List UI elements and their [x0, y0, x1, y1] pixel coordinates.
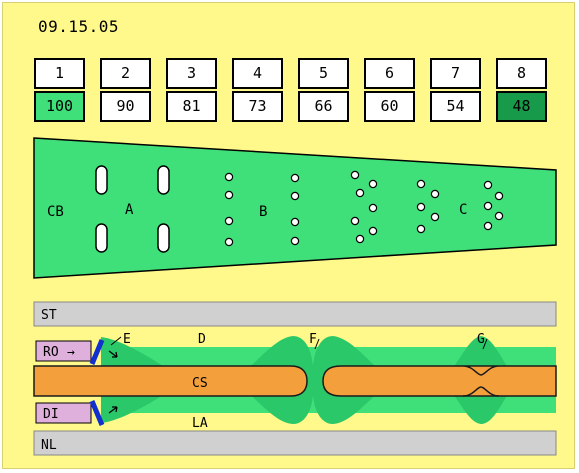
plan-shape [33, 137, 557, 279]
stage-value: 66 [298, 91, 349, 122]
channel-cs-left [33, 365, 308, 397]
hole [224, 172, 234, 182]
hole [224, 216, 234, 226]
panel-background: 09.15.05 1 100 2 90 3 81 4 73 5 66 6 60 … [2, 2, 575, 469]
plan-view: CB A B C [33, 137, 557, 279]
stage-number: 6 [364, 58, 415, 89]
box-di [35, 402, 92, 424]
slot-a-1 [95, 165, 108, 195]
hole [355, 234, 365, 244]
leader-f [314, 338, 320, 350]
hole [430, 189, 440, 199]
stage-number: 2 [100, 58, 151, 89]
holes-b [224, 172, 300, 247]
stage-5: 5 66 [298, 58, 349, 124]
stage-value: 81 [166, 91, 217, 122]
diagram-canvas: CB A B C ST NL [33, 137, 557, 456]
hole [416, 224, 426, 234]
band-nl [33, 430, 557, 456]
label-nl: NL [41, 438, 57, 453]
label-b: B [259, 204, 267, 220]
stage-6: 6 60 [364, 58, 415, 124]
gate-di [89, 400, 105, 426]
hole [224, 237, 234, 247]
hole [368, 203, 378, 213]
hole [290, 236, 300, 246]
label-cs: CS [192, 376, 208, 391]
stage-value: 54 [430, 91, 481, 122]
label-cb: CB [47, 204, 64, 220]
section-view: ST NL RO → DI [33, 301, 557, 456]
hole [355, 188, 365, 198]
channel-cs-right [322, 365, 557, 397]
pinch-g [462, 386, 500, 397]
stage-number: 5 [298, 58, 349, 89]
band-st [33, 301, 557, 327]
label-la: LA [192, 416, 208, 431]
hole [416, 202, 426, 212]
label-g: G [477, 332, 485, 347]
label-st: ST [41, 308, 57, 323]
slot-a-4 [157, 223, 170, 253]
hole [494, 191, 504, 201]
date-label: 09.15.05 [38, 17, 120, 36]
holes-c [350, 170, 504, 244]
hole [224, 190, 234, 200]
label-e: E [123, 332, 131, 347]
gate-ro [89, 339, 105, 365]
stage-value: 90 [100, 91, 151, 122]
box-ro [35, 340, 92, 362]
stage-value: 100 [34, 91, 85, 122]
hole [290, 217, 300, 227]
label-f: F [309, 332, 317, 347]
slot-a-2 [157, 165, 170, 195]
stage-number: 1 [34, 58, 85, 89]
stage-value: 48 [496, 91, 547, 122]
label-di: DI [43, 407, 59, 422]
leader-e [110, 336, 122, 346]
stage-number: 3 [166, 58, 217, 89]
stage-value: 73 [232, 91, 283, 122]
hole [290, 173, 300, 183]
hole [494, 211, 504, 221]
stage-value: 60 [364, 91, 415, 122]
label-ro: RO [43, 345, 59, 360]
arrow-ro-glyph: → [67, 345, 75, 360]
label-d: D [198, 332, 206, 347]
hole [368, 179, 378, 189]
stage-number: 8 [496, 58, 547, 89]
arrow-in-lower-icon [108, 406, 118, 414]
label-a: A [125, 202, 134, 218]
stage-1: 1 100 [34, 58, 85, 124]
stage-number: 7 [430, 58, 481, 89]
hole [350, 216, 360, 226]
stage-4: 4 73 [232, 58, 283, 124]
hole [430, 212, 440, 222]
hole [483, 201, 493, 211]
arrow-in-upper-icon [108, 350, 118, 358]
hole [483, 221, 493, 231]
hole [290, 191, 300, 201]
hole [483, 180, 493, 190]
hole [416, 179, 426, 189]
label-c: C [459, 202, 467, 218]
leader-g [482, 338, 488, 350]
stage-3: 3 81 [166, 58, 217, 124]
stage-8: 8 48 [496, 58, 547, 124]
stage-number: 4 [232, 58, 283, 89]
hole [350, 170, 360, 180]
stage-7: 7 54 [430, 58, 481, 124]
hole [368, 226, 378, 236]
slot-a-3 [95, 223, 108, 253]
stage-2: 2 90 [100, 58, 151, 124]
